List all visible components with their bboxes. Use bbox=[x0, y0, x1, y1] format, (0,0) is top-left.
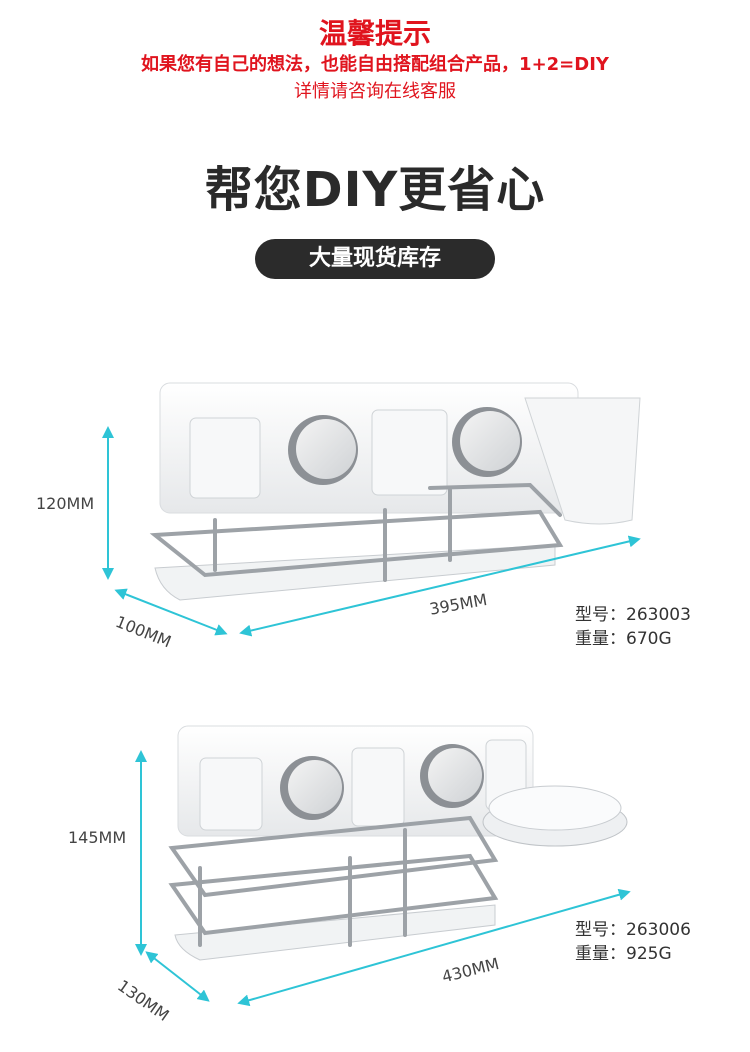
model-label: 型号：263003 bbox=[575, 605, 691, 625]
weight-label: 重量：925G bbox=[575, 944, 672, 964]
stock-badge: 大量现货库存 bbox=[255, 239, 495, 279]
height-label: 145MM bbox=[68, 828, 127, 847]
spec-block: 型号：263006 重量：925G bbox=[575, 918, 691, 966]
notice-title: 温馨提示 bbox=[318, 17, 431, 50]
headline: 帮您DIY更省心 bbox=[204, 162, 546, 218]
notice-line-2: 详情请咨询在线客服 bbox=[294, 81, 456, 102]
shelf-263003-illustration bbox=[149, 382, 641, 601]
weight-label: 重量：670G bbox=[575, 629, 672, 649]
notice-line-1: 如果您有自己的想法，也能自由搭配组合产品，1+2=DIY bbox=[141, 54, 609, 75]
model-label: 型号：263006 bbox=[575, 920, 691, 940]
height-label: 120MM bbox=[36, 494, 95, 513]
spec-block: 型号：263003 重量：670G bbox=[575, 603, 691, 651]
shelf-263006-illustration bbox=[168, 725, 628, 961]
